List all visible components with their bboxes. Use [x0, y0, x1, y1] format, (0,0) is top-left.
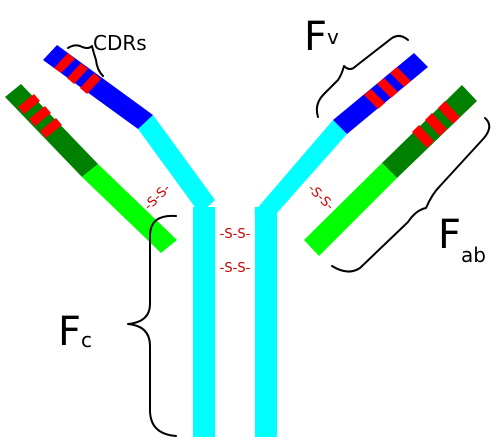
disulfide-bond-left-arm: -S-S-: [141, 181, 173, 213]
cdr-band: [29, 106, 51, 126]
disulfide-bond-hinge-1: -S-S-: [220, 227, 251, 242]
cdr-band: [425, 113, 447, 136]
cdr-band: [364, 89, 385, 109]
fc-label: Fc: [58, 309, 92, 355]
light-chain-constant-region-right: [304, 163, 397, 256]
cdr-band: [390, 67, 411, 87]
light-chain-constant-region-left: [82, 164, 177, 253]
cdr-band: [40, 118, 62, 138]
cdrs-label: CDRs: [93, 31, 147, 55]
fab-brace: [331, 117, 491, 273]
cdr-band: [67, 63, 88, 84]
cdr-band: [438, 101, 460, 124]
fc-brace: [127, 214, 177, 437]
heavy-chain-constant-region: [138, 115, 347, 437]
cdr-band: [54, 53, 75, 73]
heavy-chain-left-upper-arm: [138, 115, 215, 214]
disulfide-bond-right-arm: -S-S-: [304, 181, 336, 213]
heavy-chain-variable-region-right: [333, 53, 428, 134]
fv-brace: [315, 34, 409, 118]
cdr-band: [80, 73, 101, 94]
cdr-band: [412, 125, 434, 148]
disulfide-bonds: -S-S- -S-S- -S-S- -S-S-: [141, 181, 336, 276]
fv-label: Fv: [304, 14, 339, 60]
light-chain-variable-region-right: [382, 85, 477, 178]
cdrs-brace: [67, 44, 104, 77]
cdr-band: [18, 94, 40, 114]
light-chain-variable-region-left: [5, 84, 98, 177]
fab-label: Fab: [438, 212, 486, 267]
disulfide-bond-hinge-2: -S-S-: [220, 261, 251, 276]
heavy-chain-right-stem: [255, 207, 277, 437]
heavy-chain-variable-region-left: [43, 45, 153, 129]
heavy-chain-right-upper-arm: [254, 120, 347, 214]
cdr-band: [377, 78, 398, 98]
heavy-chain-left-stem: [193, 207, 215, 437]
